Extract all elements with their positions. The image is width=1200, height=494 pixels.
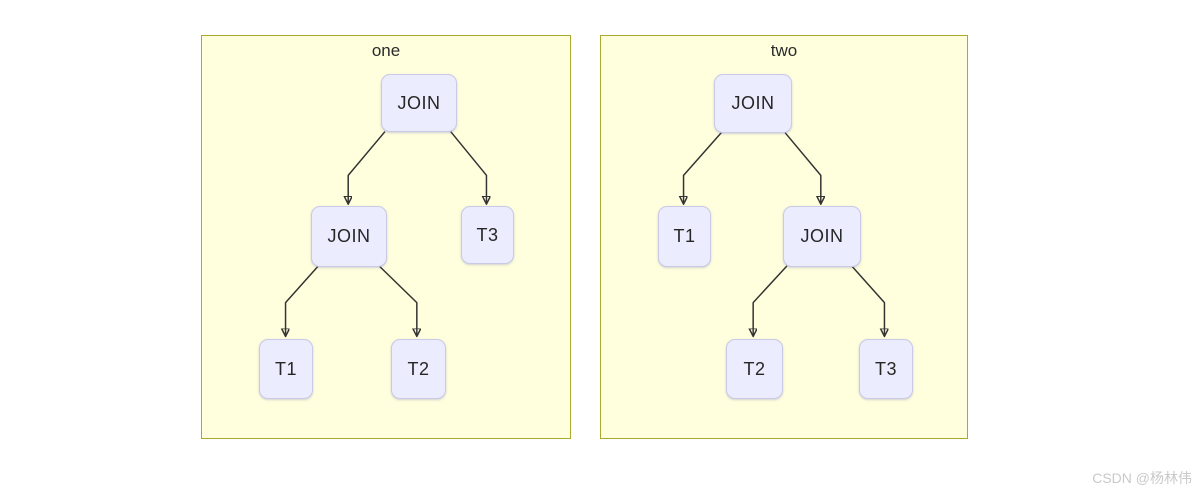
node-two-t1: T1 (658, 206, 711, 267)
node-one-t2: T2 (391, 339, 446, 399)
edge-join-root-to-join-child (784, 132, 821, 204)
subgraph-one-title: one (371, 41, 401, 60)
node-one-join-child: JOIN (311, 206, 387, 267)
edge-join-root-to-join-child (348, 131, 386, 204)
edge-join-child-to-t2 (378, 265, 417, 336)
node-two-join-child: JOIN (783, 206, 861, 267)
edge-join-root-to-t3 (450, 131, 487, 204)
node-two-join-root: JOIN (714, 74, 792, 133)
node-one-t1: T1 (259, 339, 313, 399)
edges-two (601, 132, 967, 438)
node-one-join-root: JOIN (381, 74, 457, 132)
node-two-t3: T3 (859, 339, 913, 399)
edges-one (202, 131, 570, 438)
edge-join-root-to-t1 (684, 132, 722, 204)
node-two-t2: T2 (726, 339, 783, 399)
edge-join-child-to-t2 (753, 265, 788, 336)
subgraph-one: one JOIN JOIN T3 T1 T2 (201, 35, 571, 439)
edge-join-child-to-t1 (286, 265, 319, 336)
node-one-t3: T3 (461, 206, 514, 264)
csdn-watermark: CSDN @杨林伟 (1092, 470, 1192, 486)
subgraph-two-title: two (770, 41, 798, 60)
subgraph-two: two JOIN T1 JOIN T2 T3 (600, 35, 968, 439)
edge-join-child-to-t3 (851, 265, 885, 336)
